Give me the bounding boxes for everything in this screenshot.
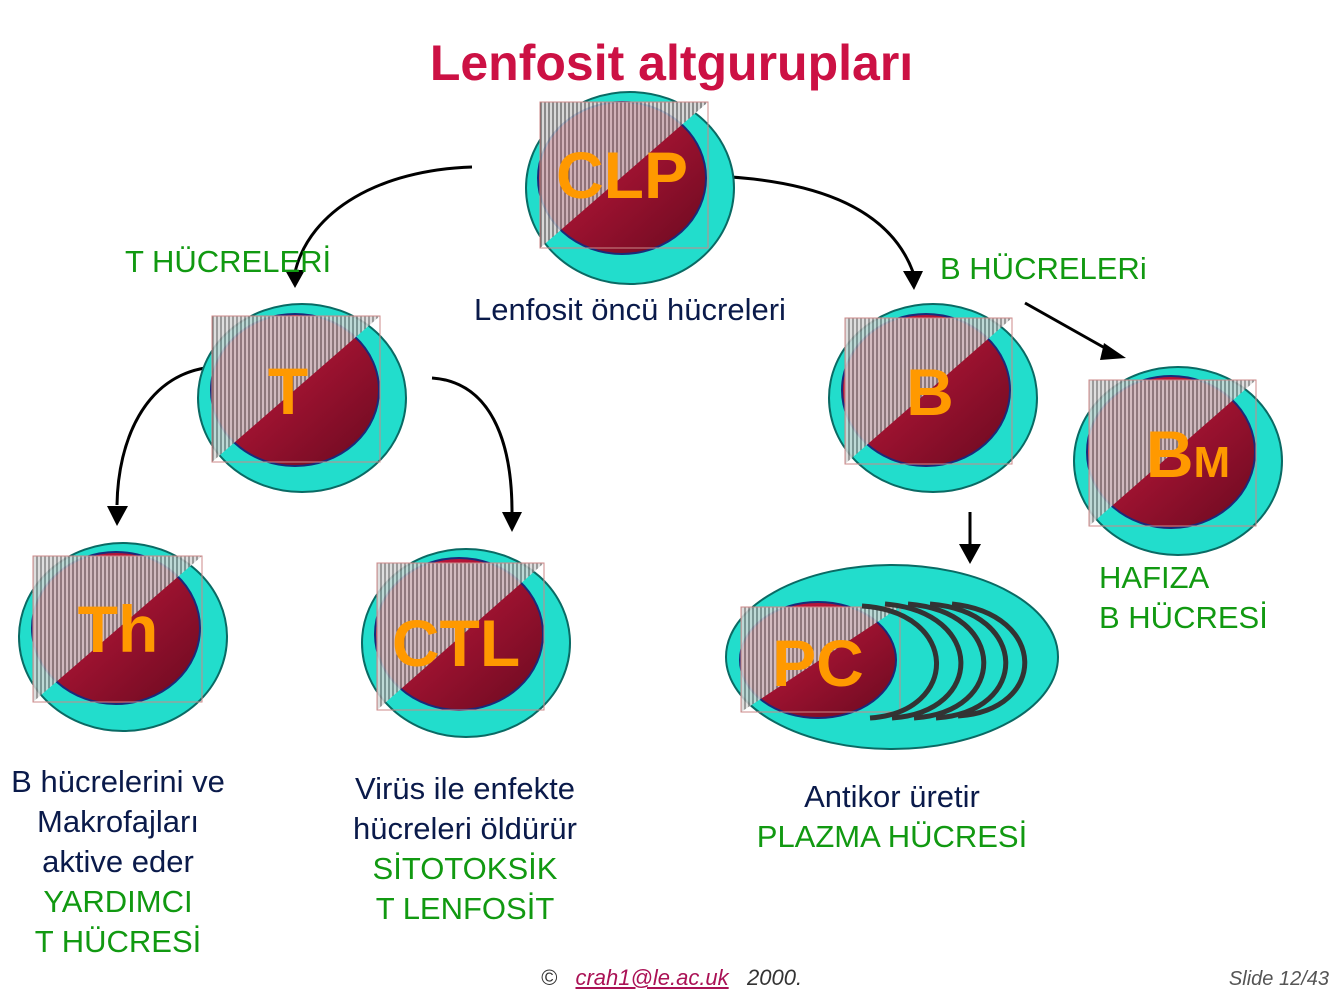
svg-text:BM: BM	[1146, 417, 1230, 491]
arrow-clp-to-t	[293, 165, 473, 273]
label-b-cells: B HÜCRELERi	[940, 251, 1147, 286]
cell-label-ctl: CTL	[392, 606, 520, 680]
copyright-symbol: ©	[540, 965, 558, 990]
cell-pc: PC	[725, 564, 1059, 750]
arrowhead-clp-to-b	[903, 271, 923, 290]
th-caption: B hücrelerini ve Makrofajları aktive ede…	[0, 762, 236, 962]
th-desc-line: B hücrelerini ve	[11, 764, 225, 799]
cell-clp: CLP	[525, 91, 735, 285]
ctl-desc-line: Virüs ile enfekte	[355, 771, 575, 806]
ctl-caption: Virüs ile enfekte hücreleri öldürür SİTO…	[330, 769, 600, 929]
th-desc-line: aktive eder	[42, 844, 194, 879]
label-clp-desc: Lenfosit öncü hücreleri	[474, 292, 786, 327]
pc-caption: Antikor üretir PLAZMA HÜCRESİ	[730, 777, 1054, 857]
ctl-name-line: SİTOTOKSİK	[372, 851, 558, 886]
pc-desc: Antikor üretir	[804, 779, 980, 814]
cell-label-bm-main: B	[1146, 417, 1194, 491]
th-desc-line: Makrofajları	[37, 804, 199, 839]
cell-label-pc: PC	[772, 626, 864, 700]
label-t-cells: T HÜCRELERİ	[125, 244, 332, 279]
cell-label-t: T	[268, 354, 308, 428]
footer-year: 2000.	[747, 965, 803, 990]
arrowhead-b-to-bm	[1100, 343, 1126, 360]
cell-label-bm-sub: M	[1194, 438, 1231, 487]
bm-caption: HAFIZA B HÜCRESİ	[1099, 558, 1268, 638]
arrowhead-b-to-pc	[959, 544, 981, 564]
email-link[interactable]: crah1@le.ac.uk	[575, 965, 729, 990]
ctl-desc-line: hücreleri öldürür	[353, 811, 577, 846]
arrow-t-to-ctl	[431, 376, 514, 513]
cell-label-clp: CLP	[556, 138, 688, 212]
cell-label-b: B	[906, 355, 954, 429]
arrow-clp-to-b	[711, 174, 915, 273]
slide-title: Lenfosit altgurupları	[429, 35, 914, 91]
pc-name: PLAZMA HÜCRESİ	[756, 819, 1028, 854]
arrowhead-clp-to-t	[285, 270, 305, 288]
ctl-name-line: T LENFOSİT	[375, 891, 555, 926]
th-name-line: T HÜCRESİ	[34, 924, 202, 959]
cell-bm: BM	[1073, 366, 1283, 556]
bm-name-line: B HÜCRESİ	[1099, 600, 1268, 635]
cell-label-th: Th	[78, 592, 159, 666]
slide-number: Slide 12/43	[1228, 968, 1329, 990]
footer: © crah1@le.ac.uk 2000.	[0, 965, 1343, 991]
arrow-b-to-bm	[1024, 301, 1113, 354]
cell-ctl: CTL	[361, 548, 571, 738]
th-name-line: YARDIMCI	[43, 884, 193, 919]
arrowhead-t-to-ctl	[502, 512, 522, 532]
arrowhead-t-to-th	[107, 506, 128, 526]
arrow-t-to-th	[115, 366, 206, 506]
er-membranes	[861, 601, 1028, 721]
cell-th: Th	[18, 542, 228, 732]
cell-b: B	[828, 303, 1038, 493]
bm-name-line: HAFIZA	[1099, 560, 1210, 595]
arrows	[107, 165, 1126, 564]
cell-t: T	[197, 303, 407, 493]
